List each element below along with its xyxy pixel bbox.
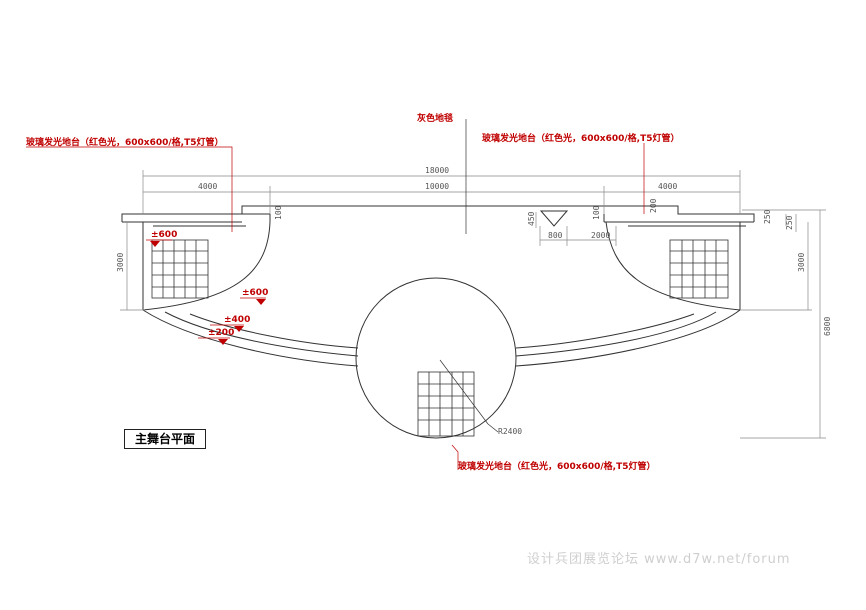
- band-outer-right: [515, 309, 741, 367]
- dim-step-250b: 250: [785, 215, 794, 230]
- band-mid-right: [515, 311, 717, 357]
- central-round-stage: [355, 277, 517, 439]
- leader-glass-left: [26, 146, 233, 232]
- level-triangles: [150, 241, 266, 345]
- label-glass-right: 玻璃发光地台（红色光，600x600/格,T5灯管）: [482, 132, 680, 144]
- dim-left-depth: 3000: [116, 253, 125, 272]
- watermark: 设计兵团展览论坛 www.d7w.net/forum: [527, 552, 791, 567]
- grid-left: [151, 239, 209, 299]
- dim-total-width: 18000: [425, 166, 449, 175]
- level-arc-200: ±200: [208, 328, 234, 338]
- dim-step-right: 100: [592, 205, 601, 220]
- glass-grids: [151, 239, 729, 437]
- grid-center: [417, 371, 475, 437]
- dim-800: 800: [548, 231, 563, 240]
- left-wing-arc: [142, 221, 271, 311]
- level-arc-600: ±600: [242, 288, 268, 298]
- dimension-lines: [120, 170, 826, 439]
- dim-450: 450: [527, 211, 536, 226]
- dim-center-width: 10000: [425, 182, 449, 191]
- back-edge: [121, 205, 755, 222]
- right-wing-arc: [605, 221, 741, 311]
- dim-overall-depth: 6800: [823, 317, 832, 336]
- band-outer-left: [142, 309, 359, 367]
- label-glass-left: 玻璃发光地台（红色光，600x600/格,T5灯管）: [26, 136, 224, 148]
- band-inner-left: [189, 313, 359, 349]
- drawing-title: 主舞台平面: [124, 429, 206, 449]
- level-arc-400: ±400: [224, 315, 250, 325]
- leader-glass-bottom: [451, 444, 459, 470]
- label-carpet: 灰色地毯: [417, 112, 453, 124]
- band-inner-right: [515, 313, 695, 349]
- dim-right-depth: 3000: [797, 253, 806, 272]
- level-marker-triangle: [539, 210, 569, 227]
- dim-step-left: 100: [274, 205, 283, 220]
- dim-2000: 2000: [591, 231, 610, 240]
- leader-lines: [26, 143, 645, 470]
- level-left-top: ±600: [151, 230, 177, 240]
- dim-radius: R2400: [498, 427, 522, 436]
- band-mid-left: [164, 311, 359, 357]
- dim-left-width: 4000: [198, 182, 217, 191]
- stage-outline: [121, 205, 755, 439]
- dim-right-width: 4000: [658, 182, 677, 191]
- dim-step-200: 200: [649, 198, 658, 213]
- label-glass-bottom: 玻璃发光地台（红色光，600x600/格,T5灯管）: [458, 460, 656, 472]
- dim-step-250: 250: [763, 209, 772, 224]
- grid-right: [669, 239, 729, 299]
